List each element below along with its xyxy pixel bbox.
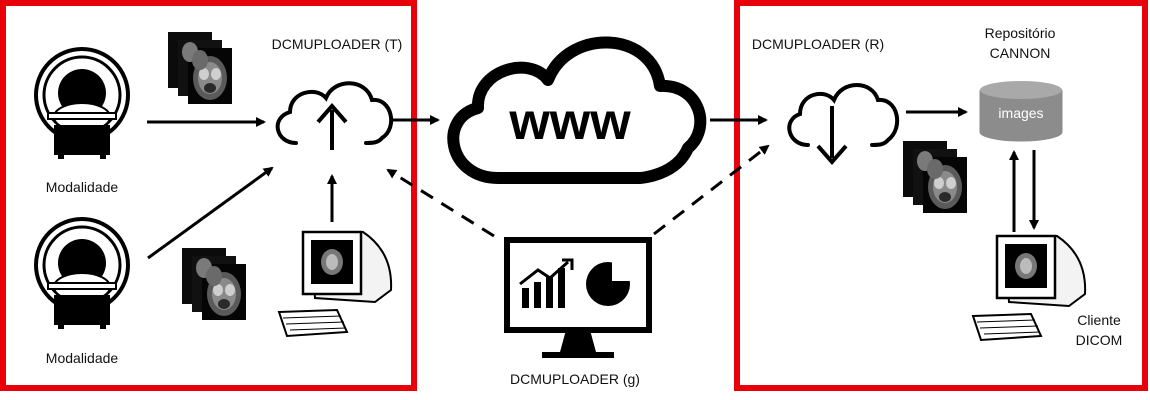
monitor-title: DCMUPLOADER (g) [510, 371, 640, 387]
transmitter-title: DCMUPLOADER (T) [271, 36, 403, 52]
cloud-upload-icon [275, 81, 393, 150]
cloud-download-icon [787, 83, 899, 166]
dashed-arrow-monitor-to-receiver [653, 144, 770, 236]
mri-scanner-icon [34, 47, 130, 161]
repository-title-line2: CANNON [989, 45, 1051, 61]
database-label: images [998, 105, 1043, 121]
receiver-title: DCMUPLOADER (R) [751, 36, 885, 52]
internet-cloud-icon [447, 36, 707, 184]
dashed-arrow-monitor-to-transmitter [386, 168, 495, 238]
repository-title-line1: Repositório [984, 25, 1056, 41]
client-title-line2: DICOM [1075, 332, 1123, 348]
modality-label: Modalidade [45, 350, 119, 366]
arrow-modality-to-uploader [147, 166, 274, 260]
brain-images-icon [182, 248, 246, 320]
database-icon [979, 81, 1063, 142]
workstation-icon [277, 230, 393, 338]
brain-images-icon [168, 32, 232, 104]
mri-scanner-icon [34, 217, 130, 331]
transmitter-frame [0, 0, 417, 391]
analytics-monitor-icon [504, 237, 652, 358]
internet-cloud-label: www [508, 93, 631, 151]
client-title-line1: Cliente [1077, 312, 1121, 328]
modality-label: Modalidade [45, 179, 119, 195]
receiver-frame [734, 0, 1148, 391]
brain-images-icon [903, 141, 967, 213]
